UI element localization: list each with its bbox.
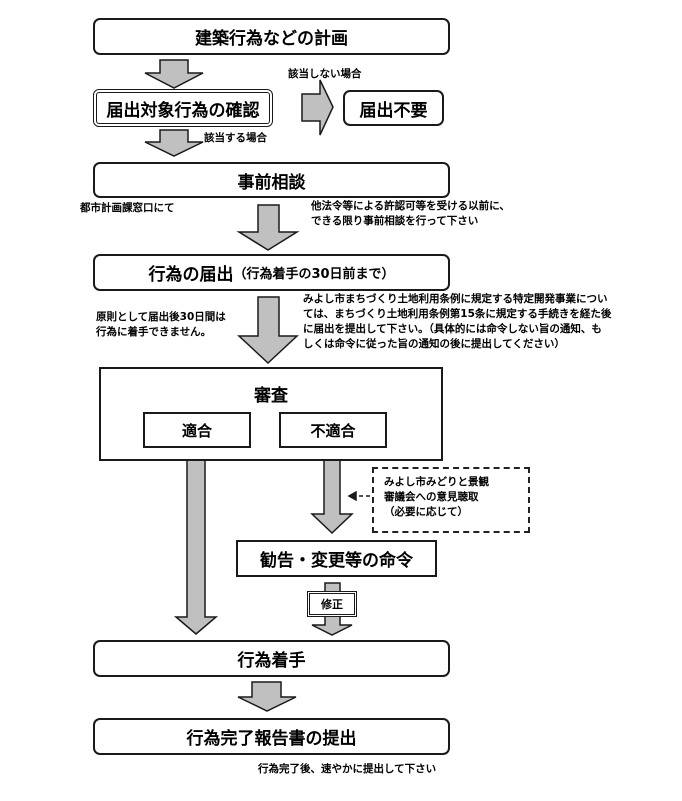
step-order: 勧告・変更等の命令 xyxy=(236,540,437,577)
down-arrow-notify-review xyxy=(237,296,299,365)
council-consultation-note: みよし市みどりと景観 審議会への意見聴取 （必要に応じて） xyxy=(372,467,530,533)
wait-note-line: 行為に着手できません。 xyxy=(96,326,212,338)
right-arrow-not-required xyxy=(301,79,334,136)
down-arrow-confirm-consult xyxy=(144,129,204,157)
council-note-line: （必要に応じて） xyxy=(384,506,468,518)
wait-note: 原則として届出後30日間は 行為に着手できません。 xyxy=(96,310,226,340)
consult-note-line: できる限り事前相談を行って下さい xyxy=(311,215,479,227)
consult-note-line: 他法令等による許認可等を受ける以前に、 xyxy=(311,200,510,212)
step-plan: 建築行為などの計画 xyxy=(93,18,450,55)
step-consult: 事前相談 xyxy=(93,162,450,198)
down-arrow-conform-start xyxy=(173,453,219,635)
step-start: 行為着手 xyxy=(93,640,450,677)
council-connector-arrowhead xyxy=(347,490,357,502)
wait-note-line: 原則として届出後30日間は xyxy=(96,311,226,323)
result-nonconform: 不適合 xyxy=(279,412,387,448)
council-note-line: 審議会への意見聴取 xyxy=(384,491,479,503)
not-applicable-label: 該当しない場合 xyxy=(288,68,362,80)
step-report: 行為完了報告書の提出 xyxy=(93,718,450,755)
review-title: 審査 xyxy=(254,386,288,406)
revise-label: 修正 xyxy=(307,591,357,617)
step-not-required: 届出不要 xyxy=(343,90,444,126)
down-arrow-start-report xyxy=(237,681,297,712)
result-conform: 適合 xyxy=(143,412,251,448)
ordinance-note-line: みよし市まちづくり土地利用条例に規定する特定開発事業につい xyxy=(303,293,608,305)
notify-main: 行為の届出 xyxy=(148,265,234,285)
notify-sub: （行為着手の30日前まで） xyxy=(233,267,395,282)
applicable-label: 該当する場合 xyxy=(204,132,267,144)
ordinance-note-line: ては、まちづくり土地利用条例第15条に規定する手続きを経た後 xyxy=(303,308,612,320)
step-confirm: 届出対象行為の確認 xyxy=(93,89,273,127)
report-note: 行為完了後、速やかに提出して下さい xyxy=(258,763,437,775)
down-arrow-nonconform-order xyxy=(310,453,354,535)
ordinance-note-line: しくは命令に従った旨の通知の後に提出してください） xyxy=(303,338,565,350)
step-notify: 行為の届出 （行為着手の30日前まで） xyxy=(93,254,450,291)
ordinance-note: みよし市まちづくり土地利用条例に規定する特定開発事業につい ては、まちづくり土地… xyxy=(303,292,611,352)
down-arrow-plan-confirm xyxy=(144,59,204,89)
council-note-line: みよし市みどりと景観 xyxy=(384,476,489,488)
consult-place-note: 都市計画課窓口にて xyxy=(80,202,175,214)
consult-note: 他法令等による許認可等を受ける以前に、 できる限り事前相談を行って下さい xyxy=(311,199,510,229)
ordinance-note-line: に届出を提出して下さい。（具体的には命令しない旨の通知、も xyxy=(303,323,602,335)
down-arrow-consult-notify xyxy=(236,204,300,251)
